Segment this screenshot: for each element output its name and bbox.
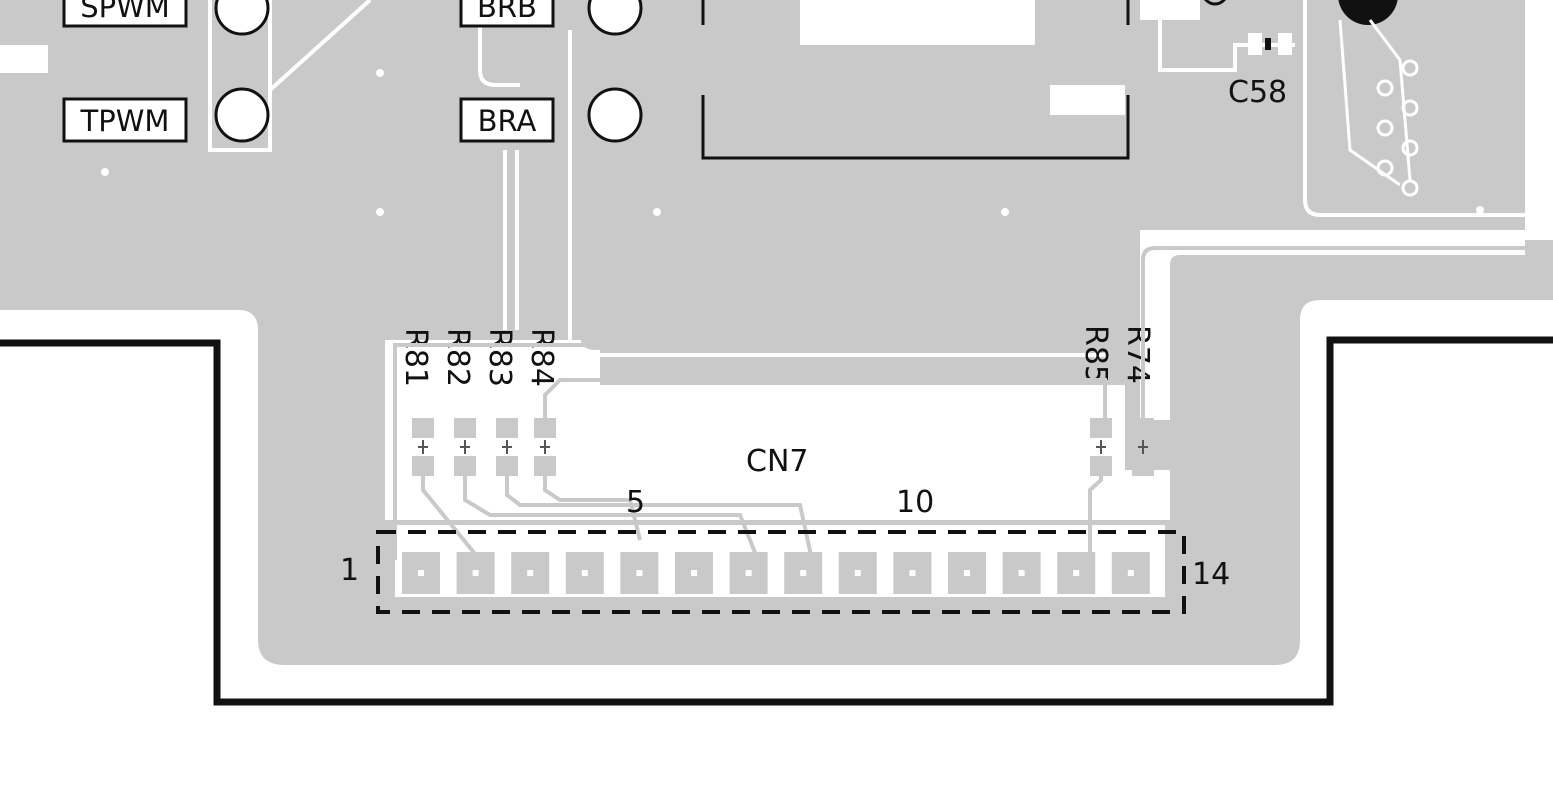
resistor-r81	[412, 418, 434, 476]
copper-pour	[0, 0, 1553, 665]
connector-pin-14-label: 14	[1192, 557, 1230, 592]
capacitor-c58-label: C58	[1228, 75, 1287, 110]
connector-pin-hole	[745, 570, 752, 576]
connector-pin-hole	[1018, 570, 1025, 576]
test-point-tpwm-pad	[214, 87, 270, 143]
board-outline	[0, 336, 1553, 706]
connector-pin-hole	[1127, 570, 1134, 576]
capacitor-c58: C58	[1228, 33, 1292, 110]
resistor-r83	[496, 418, 518, 476]
connector-pin-5-label: 5	[626, 485, 645, 520]
connector-cn7-outline	[376, 530, 1186, 614]
connector-pin-hole	[691, 570, 697, 576]
resistor-label-r83: R83	[482, 328, 517, 387]
test-point-tpwm-label: TPWM	[80, 104, 170, 138]
resistor-label-r84: R84	[524, 328, 559, 387]
connector-pin-hole	[964, 570, 970, 576]
connector-pin-hole	[636, 570, 643, 576]
connector-pin-hole	[800, 570, 807, 576]
test-point-tpwm: TPWM	[62, 87, 270, 143]
connector-pin-hole	[418, 570, 424, 576]
resistor-pads	[412, 418, 1154, 476]
resistor-label-r74: R74	[1120, 325, 1155, 384]
resistor-label-r81: R81	[398, 328, 433, 387]
resistor-label-r82: R82	[440, 328, 475, 387]
transistor-component	[1204, 0, 1419, 197]
test-point-spwm: SPWM	[62, 0, 270, 36]
test-point-bra: BRA	[459, 87, 643, 143]
test-point-brb: BRB	[459, 0, 643, 36]
ic-outline	[701, 0, 1130, 160]
resistor-r85	[1090, 418, 1112, 476]
resistor-label-r85: R85	[1078, 325, 1113, 384]
connector-pin-hole	[581, 570, 588, 576]
connector-pin-hole	[909, 570, 916, 576]
test-point-spwm-label: SPWM	[80, 0, 170, 24]
connector-pin-hole	[1073, 570, 1080, 576]
connector-pin-hole	[527, 570, 534, 576]
connector-pin-hole	[854, 570, 861, 576]
signal-traces	[393, 246, 1525, 562]
test-point-bra-pad	[587, 87, 643, 143]
connector-cn7-pins	[402, 552, 1150, 594]
test-point-brb-label: BRB	[477, 0, 537, 24]
test-point-brb-pad	[587, 0, 643, 36]
resistor-r82	[454, 418, 476, 476]
resistor-r84	[534, 418, 556, 476]
test-point-bra-label: BRA	[478, 104, 537, 138]
connector-pin-10-label: 10	[896, 485, 934, 520]
resistor-labels: R81 R82 R83 R84 R85 R74	[398, 325, 1155, 387]
resistor-r74	[1132, 418, 1154, 476]
connector-name-label: CN7	[746, 444, 808, 479]
connector-cn7: CN7 1 5 10 14	[340, 444, 1230, 614]
test-point-spwm-pad	[214, 0, 270, 36]
connector-pin-1-label: 1	[340, 553, 359, 588]
connector-pin-hole	[472, 570, 479, 576]
